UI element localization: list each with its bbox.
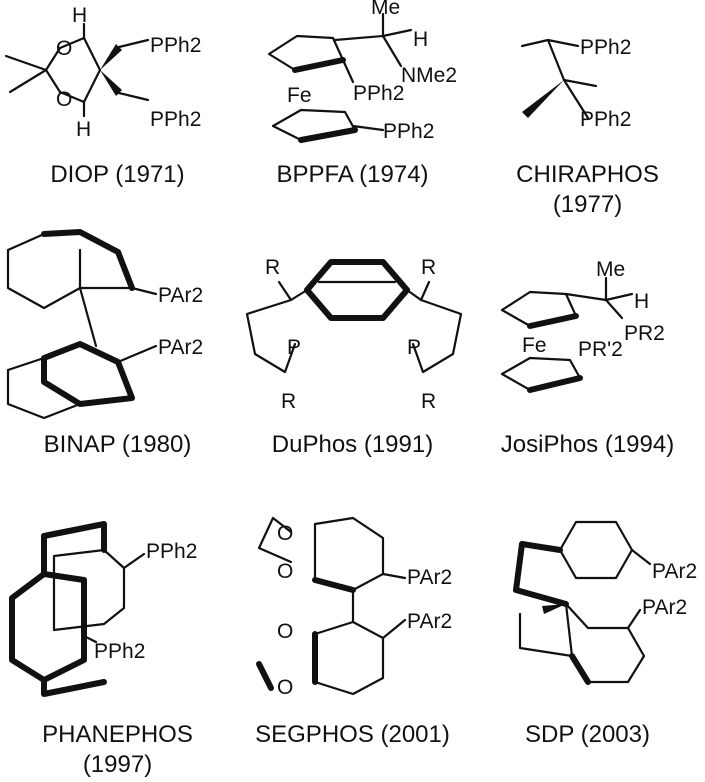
diop-o-bottom: O bbox=[56, 88, 72, 111]
diop-pph2-bottom: PPh2 bbox=[150, 108, 201, 131]
caption-josiphos: JosiPhos (1994) bbox=[500, 431, 675, 458]
phanephos-structure: PPh2 PPh2 bbox=[9, 521, 197, 697]
ligand-josiphos: Me H PR2 PR'2 Fe JosiPhos (1994) bbox=[470, 222, 705, 482]
josiphos-prp2: PR'2 bbox=[578, 338, 623, 361]
bppfa-pph2-bottom: PPh2 bbox=[383, 120, 434, 143]
segphos-par2-bottom: PAr2 bbox=[407, 610, 452, 633]
duphos-p-right: P bbox=[407, 336, 421, 359]
bppfa-me: Me bbox=[371, 0, 400, 19]
diop-h-bottom: H bbox=[76, 118, 91, 141]
chiraphos-structure: PPh2 PPh2 bbox=[520, 36, 631, 131]
bppfa-structure: Me H NMe2 Fe PPh2 PPh2 bbox=[267, 0, 457, 143]
phanephos-pph2-bottom: PPh2 bbox=[94, 640, 145, 663]
sdp-structure: PAr2 PAr2 bbox=[513, 520, 697, 685]
segphos-o-1: O bbox=[277, 522, 293, 545]
josiphos-structure: Me H PR2 PR'2 Fe bbox=[500, 258, 665, 393]
diop-h-top: H bbox=[72, 4, 87, 27]
ligand-chiraphos: PPh2 PPh2 CHIRAPHOS (1977) bbox=[470, 0, 705, 260]
duphos-r-top-right: R bbox=[421, 256, 436, 279]
ligand-phanephos: PPh2 PPh2 PHANEPHOS (1997) bbox=[0, 510, 235, 782]
josiphos-pr2: PR2 bbox=[624, 322, 665, 345]
binap-par2-top: PAr2 bbox=[158, 284, 203, 307]
caption-chiraphos-year: (1977) bbox=[552, 191, 623, 218]
ligand-bppfa: Me H NMe2 Fe PPh2 PPh2 BPPFA (1974) bbox=[235, 0, 470, 260]
sdp-par2-top: PAr2 bbox=[652, 560, 697, 583]
diop-structure: H H O O PPh2 PPh2 bbox=[4, 4, 201, 141]
josiphos-me: Me bbox=[596, 258, 625, 281]
caption-diop: DIOP (1971) bbox=[50, 161, 185, 188]
chiraphos-pph2-bottom: PPh2 bbox=[580, 108, 631, 131]
duphos-structure: R R R R P P bbox=[245, 256, 463, 413]
segphos-structure: O O O O PAr2 PAr2 bbox=[256, 516, 452, 699]
duphos-r-top-left: R bbox=[265, 256, 280, 279]
binap-par2-bottom: PAr2 bbox=[158, 336, 203, 359]
diop-o-top: O bbox=[56, 37, 72, 60]
caption-segphos: SEGPHOS (2001) bbox=[255, 721, 450, 748]
chiraphos-pph2-top: PPh2 bbox=[580, 36, 631, 59]
bppfa-h: H bbox=[413, 28, 428, 51]
caption-binap: BINAP (1980) bbox=[43, 431, 192, 458]
segphos-o-3: O bbox=[277, 620, 293, 643]
caption-bppfa: BPPFA (1974) bbox=[276, 161, 429, 188]
ligand-diop: H H O O PPh2 PPh2 DIOP (1971) bbox=[0, 0, 235, 260]
ligand-duphos: R R R R P P DuPhos (1991) bbox=[235, 222, 470, 482]
caption-phanephos-year: (1997) bbox=[82, 751, 153, 778]
segphos-par2-top: PAr2 bbox=[407, 566, 452, 589]
bppfa-pph2-top: PPh2 bbox=[353, 82, 404, 105]
caption-sdp: SDP (2003) bbox=[525, 721, 650, 748]
segphos-o-4: O bbox=[277, 676, 293, 699]
sdp-par2-bottom: PAr2 bbox=[642, 596, 687, 619]
bppfa-fe: Fe bbox=[287, 84, 312, 107]
segphos-o-2: O bbox=[277, 560, 293, 583]
duphos-r-bottom-right: R bbox=[421, 390, 436, 413]
diop-pph2-top: PPh2 bbox=[150, 34, 201, 57]
bppfa-nme2: NMe2 bbox=[401, 64, 457, 87]
binap-structure: PAr2 PAr2 bbox=[6, 229, 203, 420]
duphos-r-bottom-left: R bbox=[281, 390, 296, 413]
caption-duphos: DuPhos (1991) bbox=[271, 431, 434, 458]
ligand-sdp: PAr2 PAr2 SDP (2003) bbox=[470, 510, 705, 782]
josiphos-h: H bbox=[634, 290, 649, 313]
ligand-segphos: O O O O PAr2 PAr2 SEGPHOS (2001) bbox=[235, 510, 470, 782]
duphos-p-left: P bbox=[287, 336, 301, 359]
josiphos-fe: Fe bbox=[522, 334, 547, 357]
phanephos-pph2-top: PPh2 bbox=[146, 540, 197, 563]
caption-chiraphos: CHIRAPHOS bbox=[516, 161, 659, 188]
ligand-binap: PAr2 PAr2 BINAP (1980) bbox=[0, 222, 235, 482]
caption-phanephos: PHANEPHOS bbox=[42, 721, 193, 748]
